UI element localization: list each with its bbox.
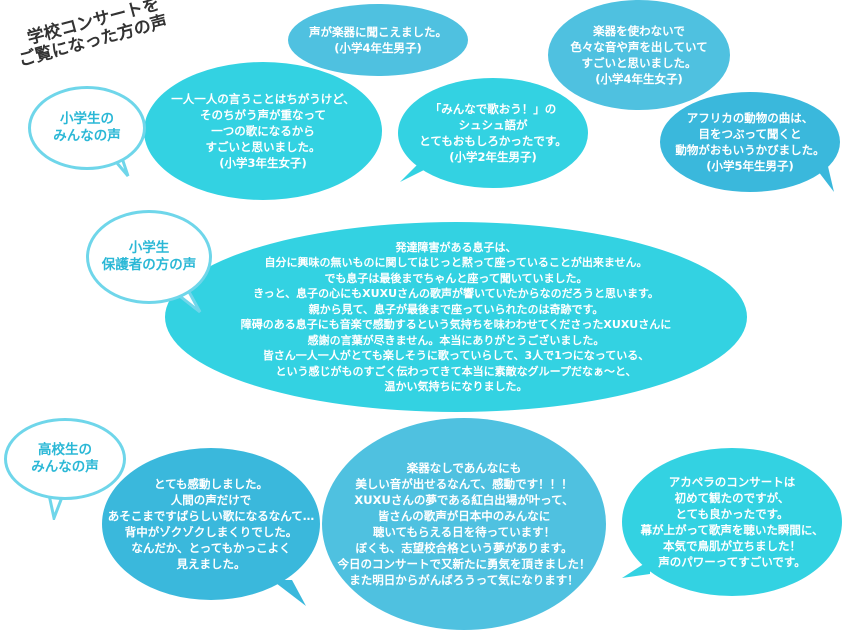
section-label-elementary: 小学生の みんなの声 (28, 86, 146, 170)
comment-bubble: アフリカの動物の曲は、 目をつぶって聞くと 動物がおもいうかびました。 (小学5… (660, 92, 840, 192)
speech-tail-icon (400, 160, 428, 182)
page-title: 学校コンサートを ご覧になった方の声 (12, 0, 170, 71)
section-label-highschool: 高校生の みんなの声 (4, 418, 126, 500)
comment-bubble: 一人一人の言うことはちがうけど、 そのちがう声が重なって 一つの歌になるから す… (144, 62, 382, 200)
speech-tail-icon (272, 580, 306, 606)
comment-bubble: アカペラのコンサートは 初めて観たのですが、 とても良かったです。 幕が上がって… (622, 448, 842, 596)
comment-text: アフリカの動物の曲は、 目をつぶって聞くと 動物がおもいうかびました。 (小学5… (675, 111, 825, 173)
comment-bubble: 楽器を使わないで 色々な音や声を出していて すごいと思いました。 (小学4年生女… (548, 0, 730, 110)
comment-bubble: 楽器なしであんなにも 美しい音が出せるなんて、感動です！！！ XUXUさんの夢で… (322, 418, 606, 630)
comment-bubble: 声が楽器に聞こえました。 (小学4年生男子) (288, 4, 468, 76)
comment-text: 発達障害がある息子は、 自分に興味の無いものに関してはじっと黙って座っていること… (240, 240, 672, 394)
comment-text: 「みんなで歌おう！」の シュシュ語が とてもおもしろかったです。 (小学2年生男… (419, 102, 567, 164)
comment-bubble: 発達障害がある息子は、 自分に興味の無いものに関してはじっと黙って座っていること… (165, 222, 747, 412)
speech-tail-icon (808, 158, 834, 192)
comment-bubble: 「みんなで歌おう！」の シュシュ語が とてもおもしろかったです。 (小学2年生男… (398, 78, 588, 188)
comment-text: アカペラのコンサートは 初めて観たのですが、 とても良かったです。 幕が上がって… (640, 475, 824, 569)
comment-text: 声が楽器に聞こえました。 (小学4年生男子) (309, 25, 447, 55)
comment-text: 楽器を使わないで 色々な音や声を出していて すごいと思いました。 (小学4年生女… (570, 24, 708, 86)
section-label-parents: 小学生 保護者の方の声 (86, 210, 212, 304)
comment-text: 一人一人の言うことはちがうけど、 そのちがう声が重なって 一つの歌になるから す… (171, 92, 355, 170)
comment-text: 楽器なしであんなにも 美しい音が出せるなんて、感動です！！！ XUXUさんの夢で… (337, 461, 591, 587)
comment-bubble: とても感動しました。 人間の声だけで あそこまですばらしい歌になるなんて… 背中… (102, 448, 320, 600)
comment-text: とても感動しました。 人間の声だけで あそこまですばらしい歌になるなんて… 背中… (107, 477, 315, 571)
speech-tail-icon (622, 560, 650, 578)
